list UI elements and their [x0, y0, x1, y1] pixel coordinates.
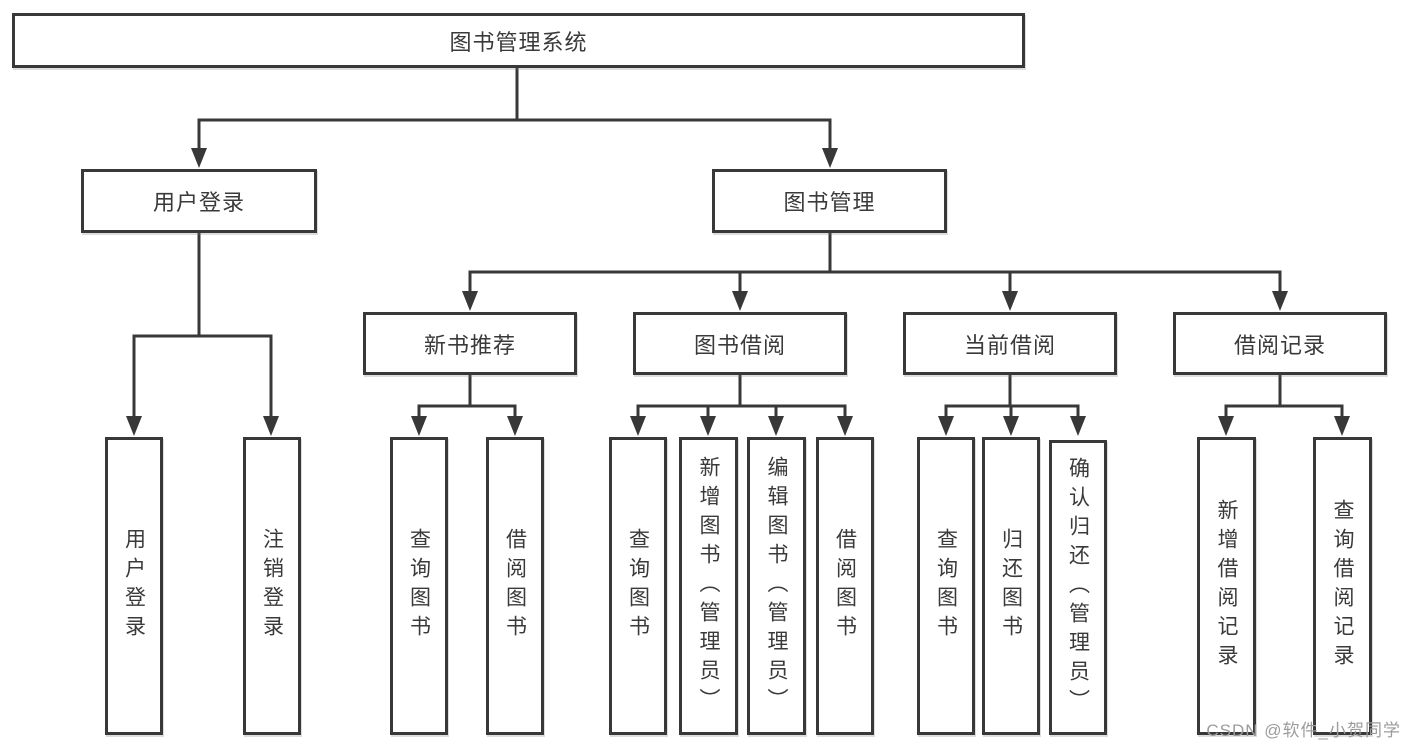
leaf-return-books: 归还图书	[982, 437, 1040, 735]
node-current-borrow: 当前借阅	[903, 312, 1117, 375]
connector-book-management-to-level3	[462, 231, 1288, 311]
connector-new-book-recommend-to-leaves	[411, 373, 523, 436]
node-book-management: 图书管理	[712, 169, 947, 233]
leaf-borrow-books-recommend: 借阅图书	[486, 437, 544, 735]
node-book-borrow: 图书借阅	[633, 312, 847, 375]
connector-user-login-to-leaves	[126, 231, 279, 436]
leaf-user-login: 用户登录	[105, 437, 163, 735]
leaf-borrow-books: 借阅图书	[816, 437, 874, 735]
connector-borrow-records-to-leaves	[1218, 373, 1350, 436]
leaf-query-books-current: 查询图书	[917, 437, 975, 735]
leaf-confirm-return-admin: 确认归还（管理员）	[1049, 440, 1107, 735]
leaf-add-books-admin: 新增图书（管理员）	[679, 437, 738, 735]
leaf-query-books-borrow: 查询图书	[609, 437, 667, 735]
connector-book-borrow-to-leaves	[630, 373, 853, 436]
leaf-add-borrow-record: 新增借阅记录	[1197, 437, 1256, 735]
node-new-book-recommend: 新书推荐	[363, 312, 577, 375]
leaf-query-borrow-record: 查询借阅记录	[1313, 437, 1372, 735]
node-borrow-records: 借阅记录	[1173, 312, 1387, 375]
connector-current-borrow-to-leaves	[938, 373, 1086, 436]
node-user-login: 用户登录	[81, 169, 317, 233]
leaf-logout-login: 注销登录	[243, 437, 301, 735]
node-root-system: 图书管理系统	[12, 13, 1025, 68]
csdn-watermark: CSDN @软件_小贺同学	[1206, 721, 1401, 740]
connector-root-to-level2	[191, 66, 838, 168]
leaf-query-books-recommend: 查询图书	[390, 437, 448, 735]
leaf-edit-books-admin: 编辑图书（管理员）	[747, 437, 806, 735]
